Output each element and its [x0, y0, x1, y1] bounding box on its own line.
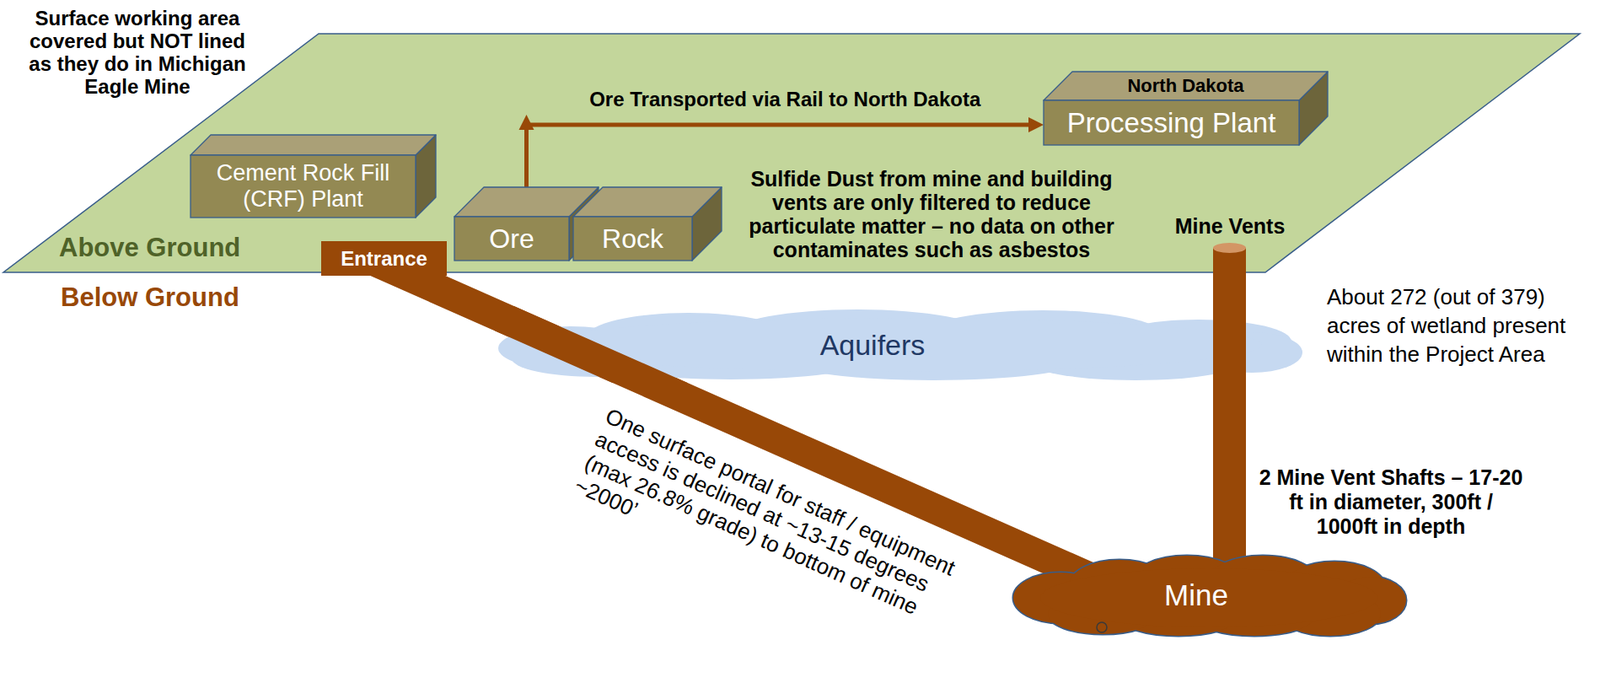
node-text: Rock	[601, 222, 664, 255]
marker-dot	[1096, 622, 1107, 633]
note-text: 2 Mine Vent Shafts – 17-20 ft in diamete…	[1256, 465, 1526, 539]
node-text: Cement Rock Fill (CRF) Plant	[193, 160, 413, 213]
node-text: Processing Plant	[1067, 107, 1277, 140]
box-top	[573, 187, 722, 217]
note-text: Surface working area covered but NOT lin…	[19, 6, 256, 98]
node-text: North Dakota	[1127, 75, 1244, 97]
text-slot: Rock	[573, 216, 693, 261]
corner-arrow-head	[519, 114, 535, 130]
label-box: Mine Vents	[1162, 214, 1298, 239]
entrance-box: Entrance	[321, 241, 447, 276]
label-box: Above Ground	[59, 232, 279, 264]
plant-box: North DakotaProcessing Plant	[1043, 71, 1328, 145]
region-label: Below Ground	[60, 282, 280, 313]
label-box: Surface working area covered but NOT lin…	[19, 6, 256, 98]
mine-cloud: Mine	[1009, 551, 1409, 639]
vent-shaft-overlay	[1213, 306, 1246, 383]
text-slot: Mine	[1009, 551, 1383, 639]
text-slot: North Dakota	[1057, 71, 1314, 101]
box-front	[573, 216, 693, 261]
text-slot: Cement Rock Fill (CRF) Plant	[190, 155, 416, 218]
stockpile-box: Rock	[573, 187, 722, 261]
box-front	[190, 155, 416, 218]
box-fill	[321, 241, 447, 276]
note-text: About 272 (out of 379) acres of wetland …	[1326, 282, 1580, 369]
node-text: Mine	[1164, 578, 1229, 613]
edge-label-box: Ore Transported via Rail to North Dakota	[589, 87, 981, 112]
part-label: Mine Vents	[1162, 214, 1298, 239]
vent-shaft-cap	[1213, 242, 1246, 253]
text-slot: Processing Plant	[1043, 100, 1300, 145]
node-text: Entrance	[340, 246, 428, 271]
text-slot: Aquifers	[494, 306, 1251, 383]
aquifer-cloud: Aquifers	[494, 306, 1306, 383]
node-text: Ore	[488, 222, 534, 255]
region-label: Above Ground	[59, 232, 279, 264]
edge-label: Ore Transported via Rail to North Dakota	[589, 87, 981, 112]
box-front	[454, 216, 570, 261]
label-box: Sulfide Dust from mine and building vent…	[741, 166, 1122, 262]
label-box: Below Ground	[60, 282, 280, 313]
note-text: Sulfide Dust from mine and building vent…	[741, 166, 1122, 262]
cloud-outline	[1040, 568, 1378, 628]
edge-label: One surface portal for staff / equipment…	[570, 402, 974, 657]
edge-label-box: One surface portal for staff / equipment…	[570, 402, 974, 657]
vent-shaft	[1213, 247, 1246, 586]
cloud-fill	[1040, 568, 1378, 628]
box-front	[1043, 100, 1300, 145]
label-box: About 272 (out of 379) acres of wetland …	[1326, 282, 1580, 369]
plant-box: Cement Rock Fill (CRF) Plant	[190, 134, 436, 218]
box-top	[1043, 71, 1328, 101]
arrow-head	[1028, 117, 1044, 133]
text-slot: Ore	[454, 216, 570, 261]
node-text: Aquifers	[820, 327, 926, 362]
text-slot: Entrance	[321, 241, 447, 276]
box-top	[190, 134, 436, 156]
cloud-fill	[536, 317, 1262, 372]
label-box: 2 Mine Vent Shafts – 17-20 ft in diamete…	[1256, 465, 1526, 539]
tunnel-overlay	[494, 306, 1148, 383]
